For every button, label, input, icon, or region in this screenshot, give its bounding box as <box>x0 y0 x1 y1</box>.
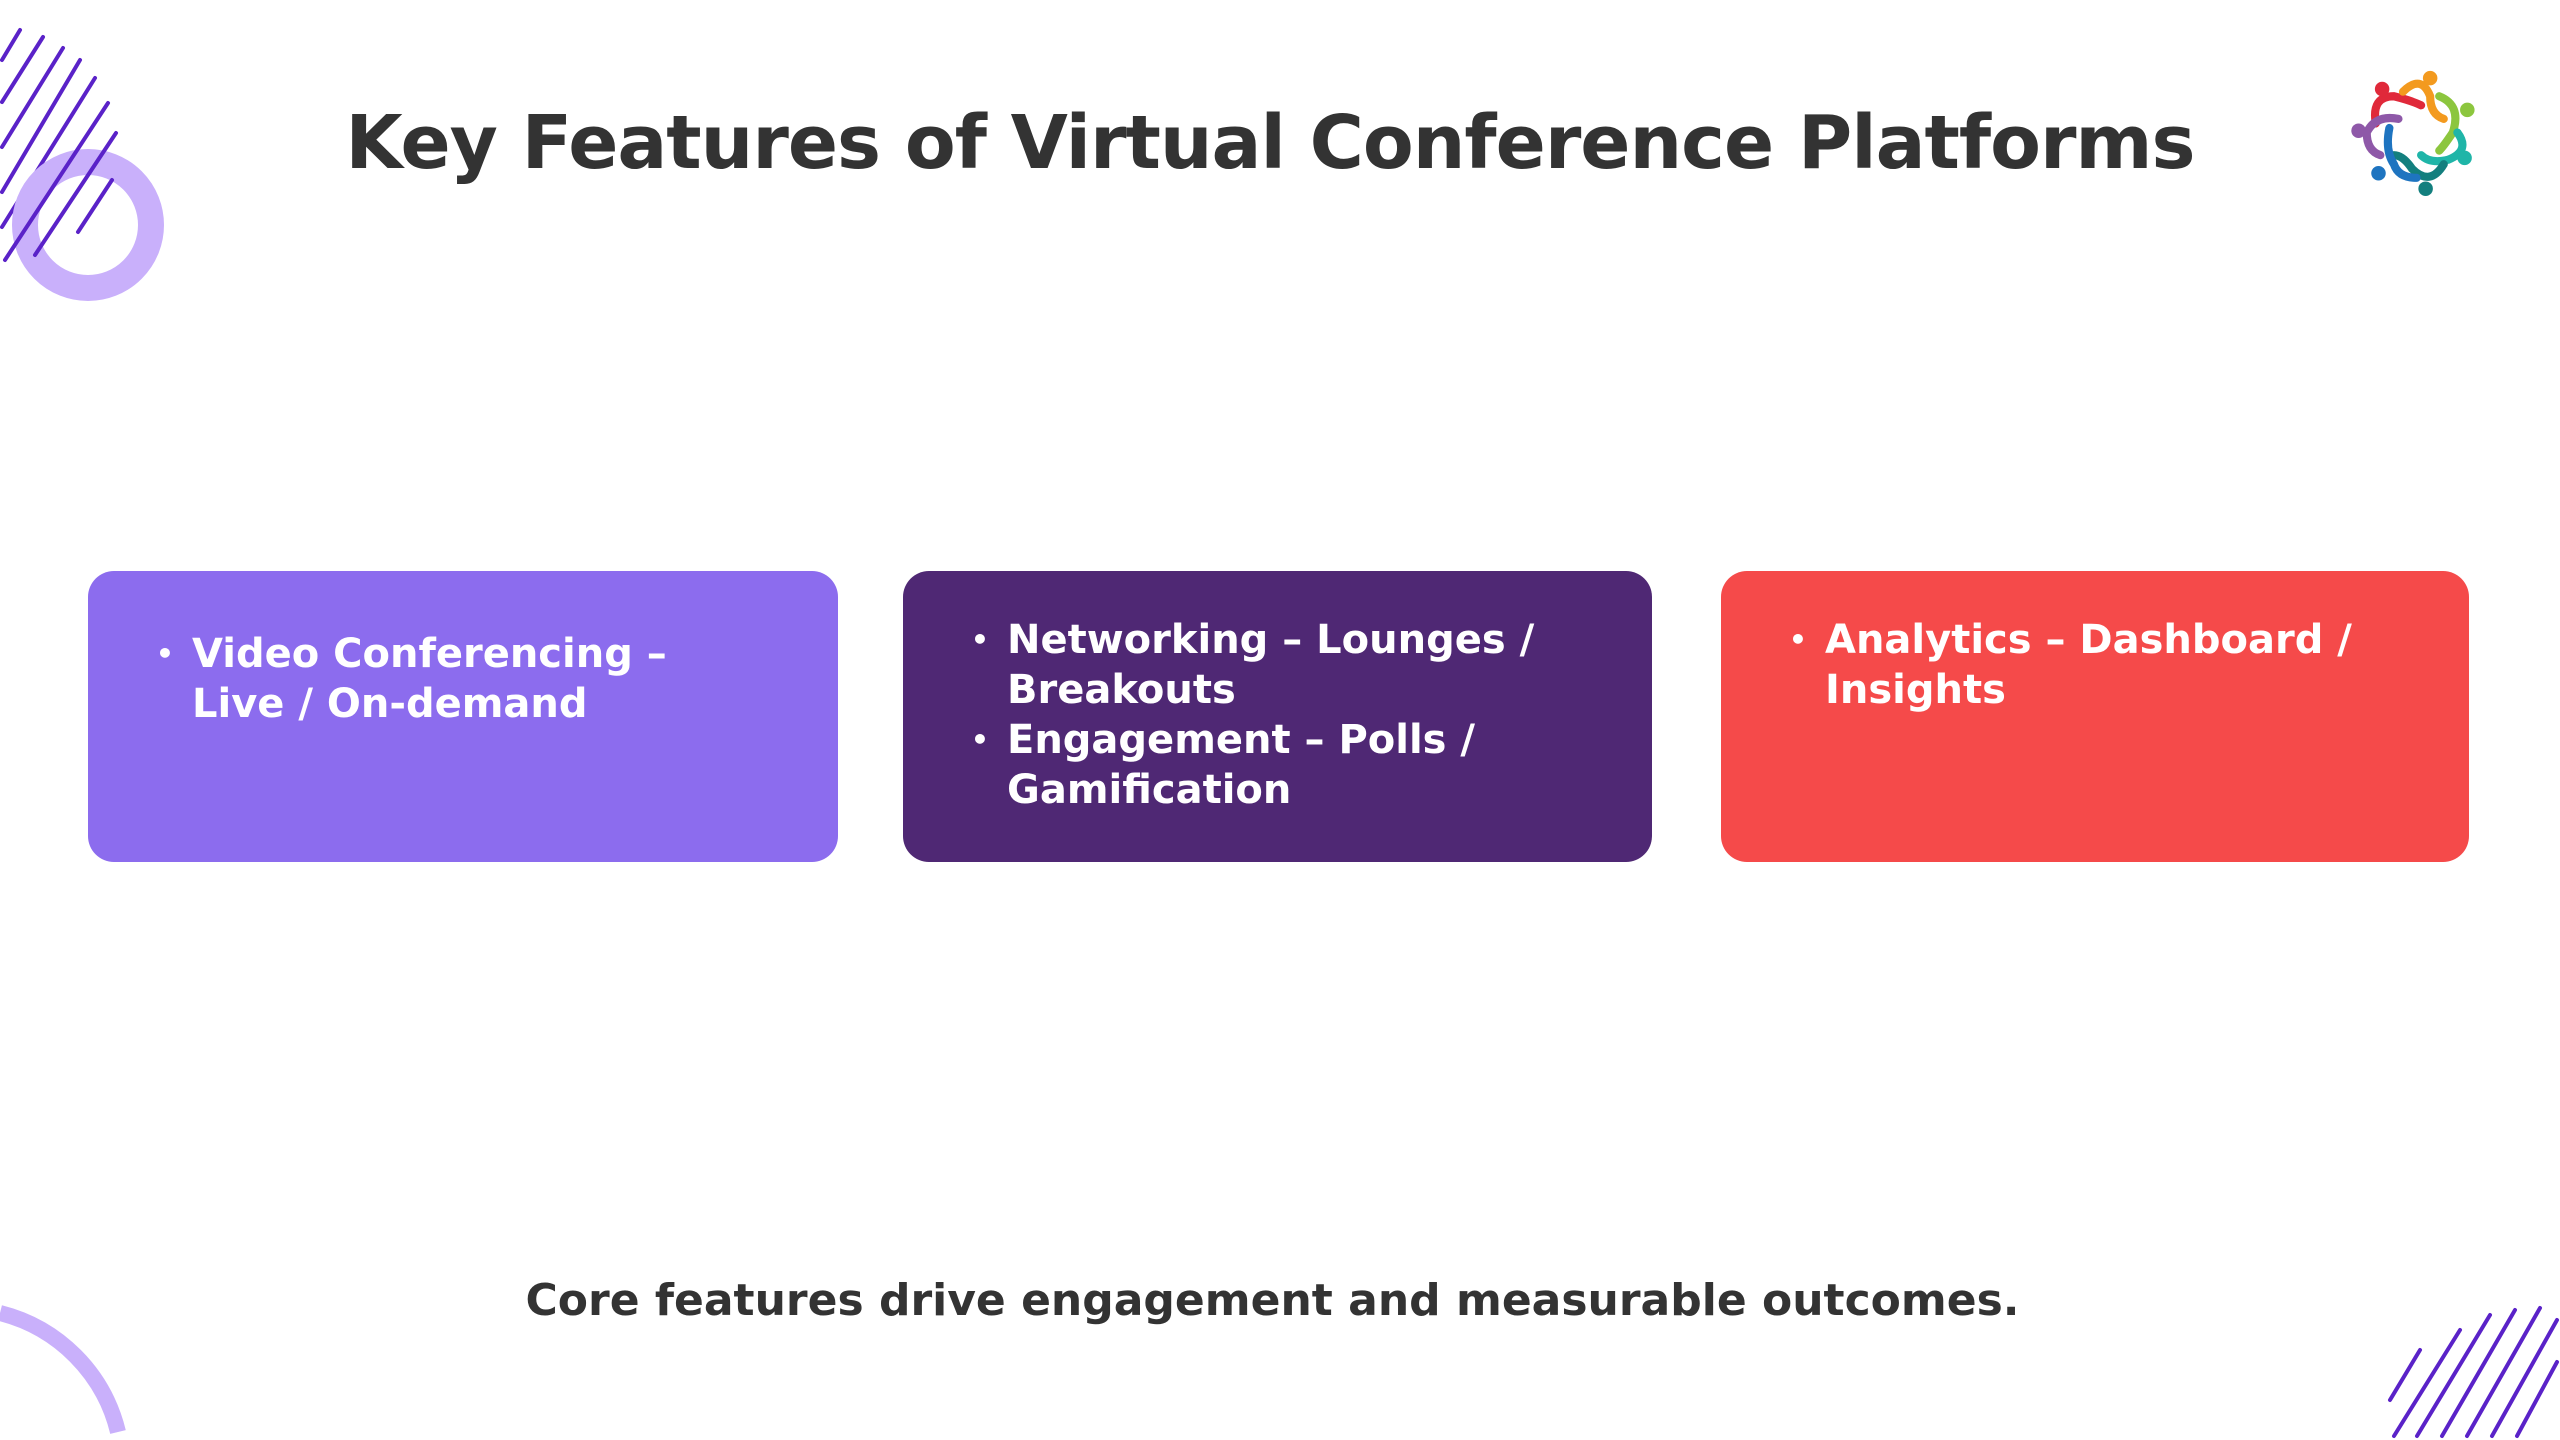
feature-card-networking-engagement: Networking – Lounges / Breakouts Engagem… <box>903 571 1652 862</box>
feature-list: Analytics – Dashboard / Insights <box>1721 615 2385 715</box>
feature-item: Engagement – Polls / Gamification <box>971 715 1567 815</box>
stripes-decoration-bottom-right <box>2388 1306 2559 1438</box>
ring-decoration <box>12 149 164 301</box>
feature-item: Video Conferencing – Live / On-demand <box>156 629 752 729</box>
feature-item: Networking – Lounges / Breakouts <box>971 615 1567 715</box>
feature-card-video: Video Conferencing – Live / On-demand <box>88 571 838 862</box>
feature-card-analytics: Analytics – Dashboard / Insights <box>1721 571 2469 862</box>
stripes-decoration-top-left <box>0 28 164 301</box>
feature-list: Video Conferencing – Live / On-demand <box>88 629 752 729</box>
slide-title: Key Features of Virtual Conference Platf… <box>345 100 2195 186</box>
logo-people-circle-icon <box>2351 70 2475 196</box>
feature-list: Networking – Lounges / Breakouts Engagem… <box>903 615 1567 815</box>
feature-item: Analytics – Dashboard / Insights <box>1789 615 2385 715</box>
ring-decoration-bottom-left <box>0 1305 126 1434</box>
slide-footer-caption: Core features drive engagement and measu… <box>525 1275 2020 1326</box>
